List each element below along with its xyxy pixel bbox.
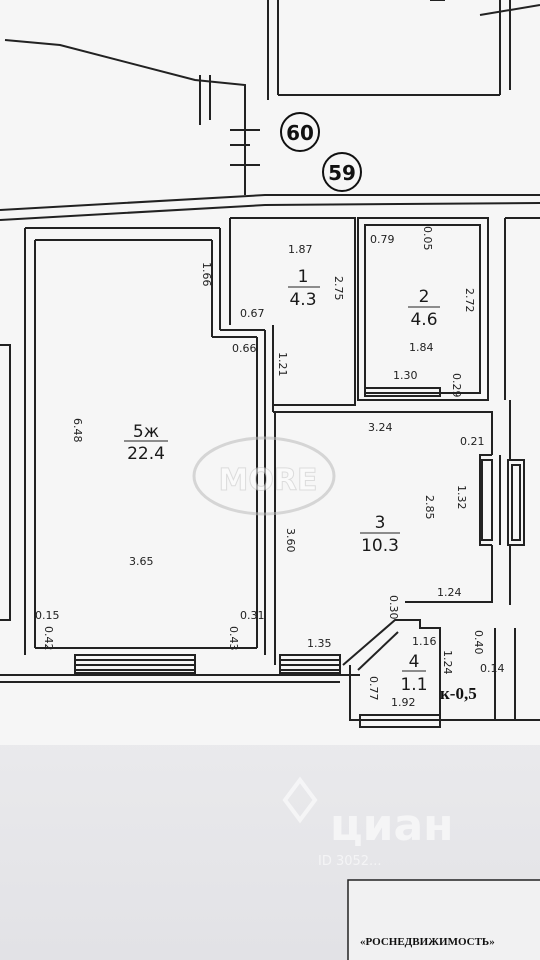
marker-60: 60 [280,112,320,152]
room-1-area: 4.3 [289,290,316,310]
room-3: 3 10.3 [360,513,400,556]
dim-label: 2.72 [463,288,476,313]
dim-label: 0.30 [387,595,400,620]
dim-label: 0.43 [227,626,240,651]
dim-label: 1.24 [441,650,454,675]
room-5-number: 5ж [133,422,159,442]
cian-watermark: циан ID 3052... [282,776,454,869]
dim-label: 0.21 [460,435,485,448]
dim-label: 0.14 [480,662,505,675]
cian-watermark-id: ID 3052... [318,854,381,869]
marker-59-label: 59 [328,161,356,185]
dim-label: 0.42 [42,626,55,651]
room-2: 2 4.6 [408,287,440,330]
room-3-area: 10.3 [361,536,399,556]
dim-label: 1.30 [393,369,418,382]
more-watermark-text: MORE [219,463,318,498]
dim-label: 1.16 [412,635,437,648]
stamp-box: «РОСНЕДВИЖИМОСТЬ» [347,879,540,960]
room-5: 5ж 22.4 [124,422,168,464]
dim-label: 3.24 [368,421,393,434]
marker-60-label: 60 [286,121,314,145]
balcony-coefficient: к-0,5 [440,684,477,703]
dim-label: 0.31 [240,609,265,622]
dim-label: 1.84 [409,341,434,354]
room-3-number: 3 [375,513,386,533]
dim-label: 6.48 [71,418,84,443]
room-1: 1 4.3 [288,267,320,310]
dimensions: 1.87 0.79 0.05 1.66 2.75 2.72 0.67 0.66 … [35,226,505,709]
marker-59: 59 [322,152,362,192]
walls [0,0,540,728]
dim-label: 2.75 [332,276,345,301]
dim-label: 2.85 [423,495,436,520]
cian-watermark-text: циан [330,800,454,851]
paper-sheet [0,0,540,745]
dim-label: 0.77 [367,676,380,701]
room-2-area: 4.6 [410,310,437,330]
stamp-text: «РОСНЕДВИЖИМОСТЬ» [360,936,495,948]
dim-label: 0.79 [370,233,395,246]
dim-label: 0.40 [472,630,485,655]
dim-label: 1.32 [455,485,468,510]
dim-label: 1.21 [276,352,289,377]
room-1-number: 1 [298,267,309,287]
room-4-number: 4 [409,652,420,672]
dim-label: 0.29 [450,373,463,398]
room-4: 4 1.1 [400,652,427,695]
dim-label: 1.66 [200,262,213,287]
dim-label: 1.87 [288,243,313,256]
room-4-area: 1.1 [400,675,427,695]
dim-label: 0.66 [232,342,257,355]
dim-label: 0.15 [35,609,60,622]
cian-logo-icon [282,776,318,824]
dim-label: 0.05 [421,226,434,251]
dim-label: 0.67 [240,307,265,320]
dim-label: 3.65 [129,555,154,568]
dim-label: 1.92 [391,696,416,709]
dim-label: 3.60 [284,528,297,553]
dim-label: 1.35 [307,637,332,650]
room-2-number: 2 [419,287,430,307]
more-watermark: MORE [192,436,336,516]
dim-label: 1.24 [437,586,462,599]
room-5-area: 22.4 [127,444,165,464]
